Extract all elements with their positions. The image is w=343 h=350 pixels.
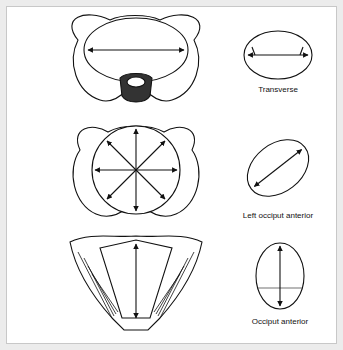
view-label: Occiput anterior [252, 318, 308, 326]
view-label: Transverse [258, 86, 298, 94]
view-label: Left occiput anterior [243, 212, 313, 220]
